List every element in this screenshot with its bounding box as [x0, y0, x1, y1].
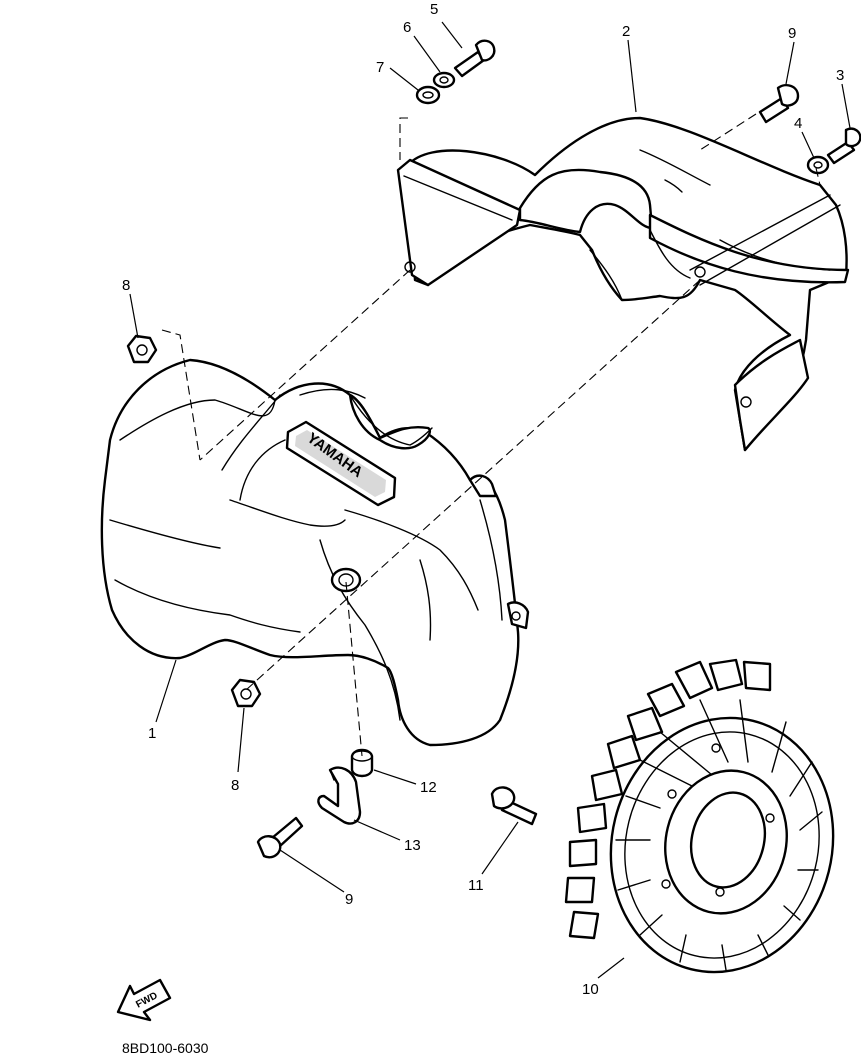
callout-4: 4 [794, 115, 802, 132]
nut-part-8-upper [126, 334, 158, 364]
callout-7: 7 [376, 59, 384, 76]
clip-part-13 [317, 766, 362, 825]
washer-part-4 [806, 155, 830, 175]
callout-12-label: 12 [420, 779, 437, 796]
callout-8-top: 8 [122, 277, 130, 294]
bolt-part-11 [490, 786, 538, 826]
callout-labels: 5 6 7 2 9 3 4 8 1 8 12 13 9 11 10 [122, 1, 844, 998]
callout-9-bottom: 9 [345, 891, 353, 908]
bolt-part-9-upper [758, 84, 800, 124]
callout-2: 2 [622, 23, 630, 40]
callout-leaders [129, 21, 851, 979]
flywheel-part-10 [564, 658, 835, 974]
fwd-arrow: FWD [116, 978, 172, 1022]
callout-6: 6 [403, 19, 411, 36]
bolt-part-3 [826, 127, 861, 165]
callout-10: 10 [582, 981, 599, 998]
callout-5: 5 [430, 1, 438, 18]
fan-shroud-part-1: YAMAHA [100, 358, 530, 747]
callout-11: 11 [468, 877, 484, 894]
callout-3: 3 [836, 67, 844, 84]
drawing-code: 8BD100-6030 [122, 1040, 209, 1056]
upper-shroud-part-2 [396, 116, 850, 452]
washer-part-6 [432, 71, 456, 89]
bolt-part-5 [453, 39, 496, 78]
nut-part-8-lower [230, 678, 262, 708]
assembly-lines [161, 113, 821, 757]
washer-part-7 [415, 85, 441, 105]
callout-9-top: 9 [788, 25, 796, 42]
callout-8-bottom: 8 [231, 777, 239, 794]
callout-1: 1 [148, 725, 156, 742]
callout-13: 13 [404, 837, 421, 854]
bolt-part-9-lower [256, 816, 304, 859]
